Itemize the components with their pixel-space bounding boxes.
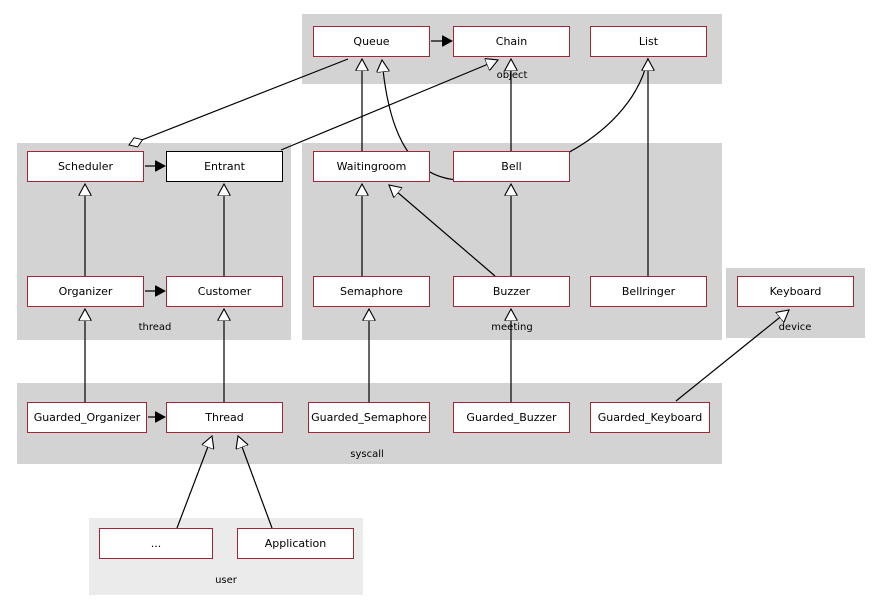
class-node-scheduler[interactable]: Scheduler <box>27 151 144 182</box>
class-node-waitingroom[interactable]: Waitingroom <box>313 151 430 182</box>
package-label-syscall: syscall <box>350 449 384 460</box>
class-node-semaphore[interactable]: Semaphore <box>313 276 430 307</box>
package-label-object: object <box>496 70 528 81</box>
package-label-user: user <box>215 575 237 586</box>
class-node-bellringer[interactable]: Bellringer <box>590 276 707 307</box>
class-node-guarded-organizer[interactable]: Guarded_Organizer <box>27 402 147 433</box>
class-node-thread[interactable]: Thread <box>166 402 283 433</box>
class-node-queue[interactable]: Queue <box>313 26 430 57</box>
package-label-thread: thread <box>138 322 172 333</box>
class-node-application[interactable]: Application <box>237 528 354 559</box>
class-node-guarded-buzzer[interactable]: Guarded_Buzzer <box>453 402 570 433</box>
class-node-list[interactable]: List <box>590 26 707 57</box>
class-node-customer[interactable]: Customer <box>166 276 283 307</box>
class-node-bell[interactable]: Bell <box>453 151 570 182</box>
class-node-keyboard[interactable]: Keyboard <box>737 276 854 307</box>
class-node-entrant[interactable]: Entrant <box>166 151 283 182</box>
class-node-guarded-keyboard[interactable]: Guarded_Keyboard <box>590 402 710 433</box>
class-node-ellipsis[interactable]: ... <box>99 528 213 559</box>
package-label-meeting: meeting <box>491 322 533 333</box>
class-node-buzzer[interactable]: Buzzer <box>453 276 570 307</box>
class-node-organizer[interactable]: Organizer <box>27 276 144 307</box>
package-label-device: device <box>778 322 812 333</box>
class-node-guarded-semaphore[interactable]: Guarded_Semaphore <box>308 402 430 433</box>
class-node-chain[interactable]: Chain <box>453 26 570 57</box>
